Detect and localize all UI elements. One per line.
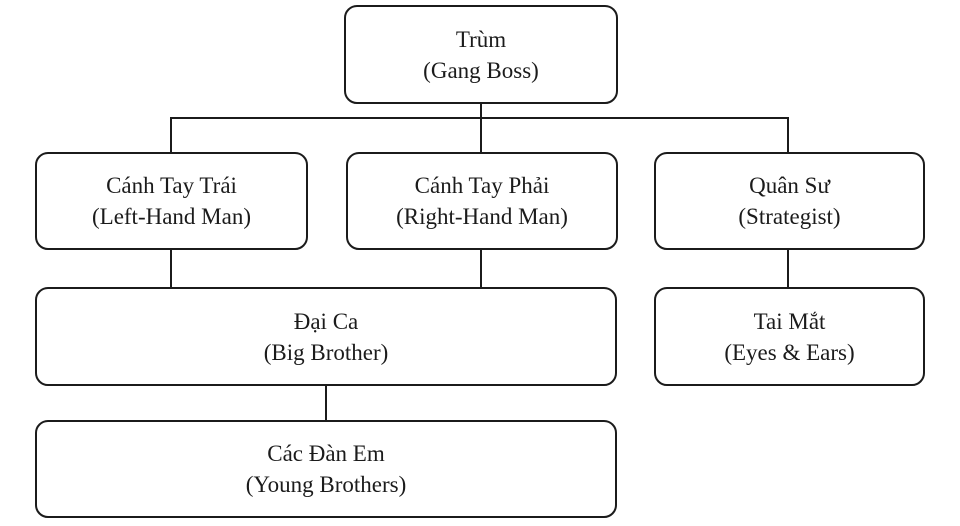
node-tai-mat-vietnamese-label: Tai Mắt <box>753 308 826 334</box>
node-tai-mat: Tai Mắt (Eyes & Ears) <box>654 287 925 386</box>
node-cac-dan-em-english-label: (Young Brothers) <box>245 472 407 497</box>
node-canh-tay-phai-english-label: (Right-Hand Man) <box>396 204 568 229</box>
node-canh-tay-trai-english-label: (Left-Hand Man) <box>91 204 251 229</box>
connector-quan-su-to-tai-mat <box>787 249 789 288</box>
connector-dai-ca-to-cac-dan-em <box>325 385 327 421</box>
node-quan-su: Quân Sư (Strategist) <box>654 152 925 250</box>
node-canh-tay-phai-vietnamese-label: Cánh Tay Phải <box>414 173 550 198</box>
connector-bus-row2 <box>170 117 789 119</box>
connector-bus-to-canh-tay-phai <box>480 117 482 153</box>
node-cac-dan-em-vietnamese-label: Các Đàn Em <box>267 441 385 466</box>
node-dai-ca-vietnamese-label: Đại Ca <box>293 308 359 334</box>
node-quan-su-vietnamese-label: Quân Sư <box>749 173 830 198</box>
node-quan-su-english-label: (Strategist) <box>738 204 841 229</box>
node-tai-mat-english-label: (Eyes & Ears) <box>724 339 855 365</box>
node-canh-tay-phai: Cánh Tay Phải (Right-Hand Man) <box>346 152 618 250</box>
node-dai-ca: Đại Ca (Big Brother) <box>35 287 617 386</box>
connector-bus-to-quan-su <box>787 117 789 153</box>
connector-bus-to-canh-tay-trai <box>170 117 172 153</box>
node-dai-ca-english-label: (Big Brother) <box>263 339 389 365</box>
node-canh-tay-trai-vietnamese-label: Cánh Tay Trái <box>106 173 237 198</box>
connector-trum-to-bus <box>480 103 482 119</box>
node-trum: Trùm (Gang Boss) <box>344 5 618 104</box>
node-trum-vietnamese-label: Trùm <box>455 26 507 52</box>
connector-canh-tay-trai-to-dai-ca <box>170 249 172 288</box>
connector-canh-tay-phai-to-dai-ca <box>480 249 482 288</box>
node-cac-dan-em: Các Đàn Em (Young Brothers) <box>35 420 617 518</box>
node-canh-tay-trai: Cánh Tay Trái (Left-Hand Man) <box>35 152 308 250</box>
node-trum-english-label: (Gang Boss) <box>423 57 539 83</box>
